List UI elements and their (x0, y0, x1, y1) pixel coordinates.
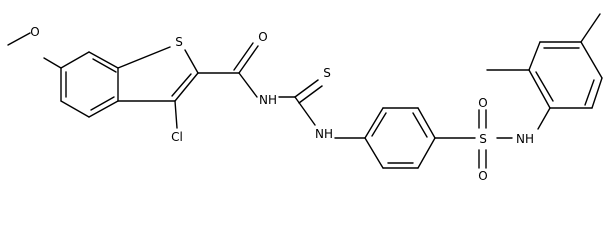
thiocarbonyl-sulfur-label: S (323, 66, 331, 80)
sulfonyl-sulfur-label: S (479, 132, 487, 146)
dimethylphenyl-ring (528, 41, 603, 130)
thiophene-sulfur-label: S (175, 35, 183, 49)
sulfonyl-group (478, 109, 513, 169)
chloro-label: Cl (171, 130, 183, 144)
amide-nh-label: NH (259, 93, 277, 107)
carboxamide-group (197, 42, 259, 98)
methoxy-group (7, 32, 62, 69)
sulfonyl-oxygen-bottom-label: O (478, 169, 487, 183)
sulfonamide-nh-label: NH (516, 132, 534, 146)
thiourea-group (278, 79, 323, 126)
thiourea-nh-label: NH (315, 127, 333, 141)
methyl-groups (486, 13, 601, 71)
benzothiophene-ring (60, 46, 199, 129)
carbonyl-oxygen-label: O (258, 30, 267, 44)
chemical-structure-diagram: O S O S NH NH Cl O S O NH (7, 13, 603, 183)
methoxy-oxygen-label: O (30, 25, 39, 39)
structure-canvas: O S O S NH NH Cl O S O NH (7, 13, 603, 183)
central-benzene-ring (334, 107, 476, 169)
sulfonyl-oxygen-top-label: O (478, 96, 487, 110)
